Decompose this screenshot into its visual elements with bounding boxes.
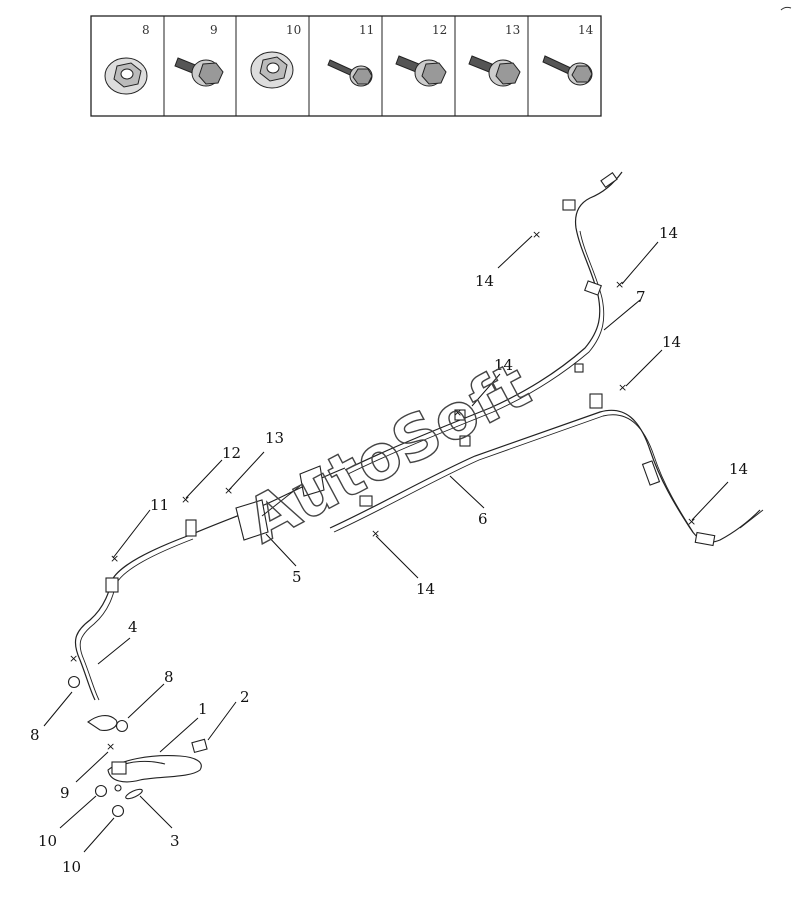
- lever-pad: [125, 788, 143, 800]
- cable-clip: [454, 409, 466, 421]
- cable-clip: [574, 363, 584, 373]
- callout-12: 12: [222, 444, 241, 462]
- rear-cable-6: [329, 409, 761, 543]
- cable-end-fitting: [694, 531, 716, 547]
- fastener-marks: × × × × × × × × × × ×: [69, 228, 696, 753]
- callout-3: 3: [170, 832, 180, 850]
- rear-cable-7-outer: [347, 230, 605, 475]
- leader-lines: [43, 235, 729, 853]
- long-screw-icon: [542, 55, 593, 86]
- svg-text:×: ×: [615, 278, 624, 291]
- callout-4: 4: [128, 618, 138, 636]
- hardware-table: 8 9 10 11 12 13 14: [90, 15, 602, 117]
- cable-clip: [584, 280, 602, 296]
- svg-text:×: ×: [371, 527, 380, 540]
- equalizer-bracket: [235, 465, 325, 541]
- callout-13: 13: [265, 429, 284, 447]
- callout-8: 8: [164, 668, 174, 686]
- cable-clip: [589, 393, 603, 409]
- svg-text:×: ×: [618, 381, 627, 394]
- flange-nut-icon: [104, 57, 148, 95]
- callout-14: 14: [494, 356, 513, 374]
- nut-8b: [115, 719, 129, 733]
- hardware-number: 11: [359, 23, 374, 37]
- callout-2: 2: [240, 688, 250, 706]
- hex-flange-bolt-icon: [174, 57, 224, 87]
- callout-6: 6: [478, 510, 488, 528]
- callout-9: 9: [60, 784, 70, 802]
- callout-14: 14: [416, 580, 435, 598]
- callout-7: 7: [636, 288, 646, 306]
- nut-10b: [111, 804, 125, 818]
- cable-clip: [185, 519, 197, 537]
- callout-1: 1: [198, 700, 208, 718]
- cable-sleeve: [641, 460, 661, 486]
- svg-text:×: ×: [224, 484, 233, 497]
- cable-end-fitting: [562, 199, 576, 211]
- hex-flange-bolt-icon: [468, 55, 521, 87]
- callout-8: 8: [30, 726, 40, 744]
- svg-text:×: ×: [181, 493, 190, 506]
- nut-8a: [67, 675, 81, 689]
- callout-14: 14: [662, 333, 681, 351]
- small-bolt-icon: [327, 59, 373, 87]
- svg-text:×: ×: [110, 552, 119, 565]
- callout-labels: 14 14 7 14 14 6 14 14 5 11 12 13 4 8 8 1…: [30, 224, 748, 876]
- callout-14: 14: [475, 272, 494, 290]
- hardware-number: 10: [286, 23, 301, 37]
- svg-text:×: ×: [69, 652, 78, 665]
- parking-brake-lever: [87, 714, 202, 792]
- callout-11: 11: [150, 496, 169, 514]
- cable-clip: [459, 435, 471, 447]
- hex-flange-bolt-icon: [395, 55, 447, 87]
- brake-switch: [191, 738, 208, 754]
- hardware-number: 9: [210, 23, 218, 37]
- cable-clip: [105, 577, 119, 593]
- corner-mark: [780, 6, 792, 11]
- callout-10: 10: [38, 832, 57, 850]
- callout-5: 5: [292, 568, 302, 586]
- rear-cable-6-outer: [333, 414, 694, 533]
- svg-text:×: ×: [106, 740, 115, 753]
- svg-text:×: ×: [453, 406, 462, 419]
- svg-text:×: ×: [687, 515, 696, 528]
- front-cable-4: [74, 467, 346, 701]
- svg-text:×: ×: [532, 228, 541, 241]
- callout-14: 14: [729, 460, 748, 478]
- callout-10: 10: [62, 858, 81, 876]
- flange-nut-icon: [250, 51, 294, 89]
- hardware-number: 8: [142, 23, 150, 37]
- cable-clip: [359, 495, 373, 507]
- callout-14: 14: [659, 224, 678, 242]
- nut-10a: [94, 784, 108, 798]
- hardware-number: 12: [432, 23, 447, 37]
- cable-end-fitting: [600, 171, 618, 189]
- hardware-number: 13: [505, 23, 520, 37]
- watermark: AutoSoft: [235, 348, 541, 557]
- front-cable-4-outer: [79, 538, 194, 701]
- hardware-number: 14: [578, 23, 594, 37]
- cable-end-wire: [739, 509, 764, 529]
- cable-assembly: [74, 171, 764, 701]
